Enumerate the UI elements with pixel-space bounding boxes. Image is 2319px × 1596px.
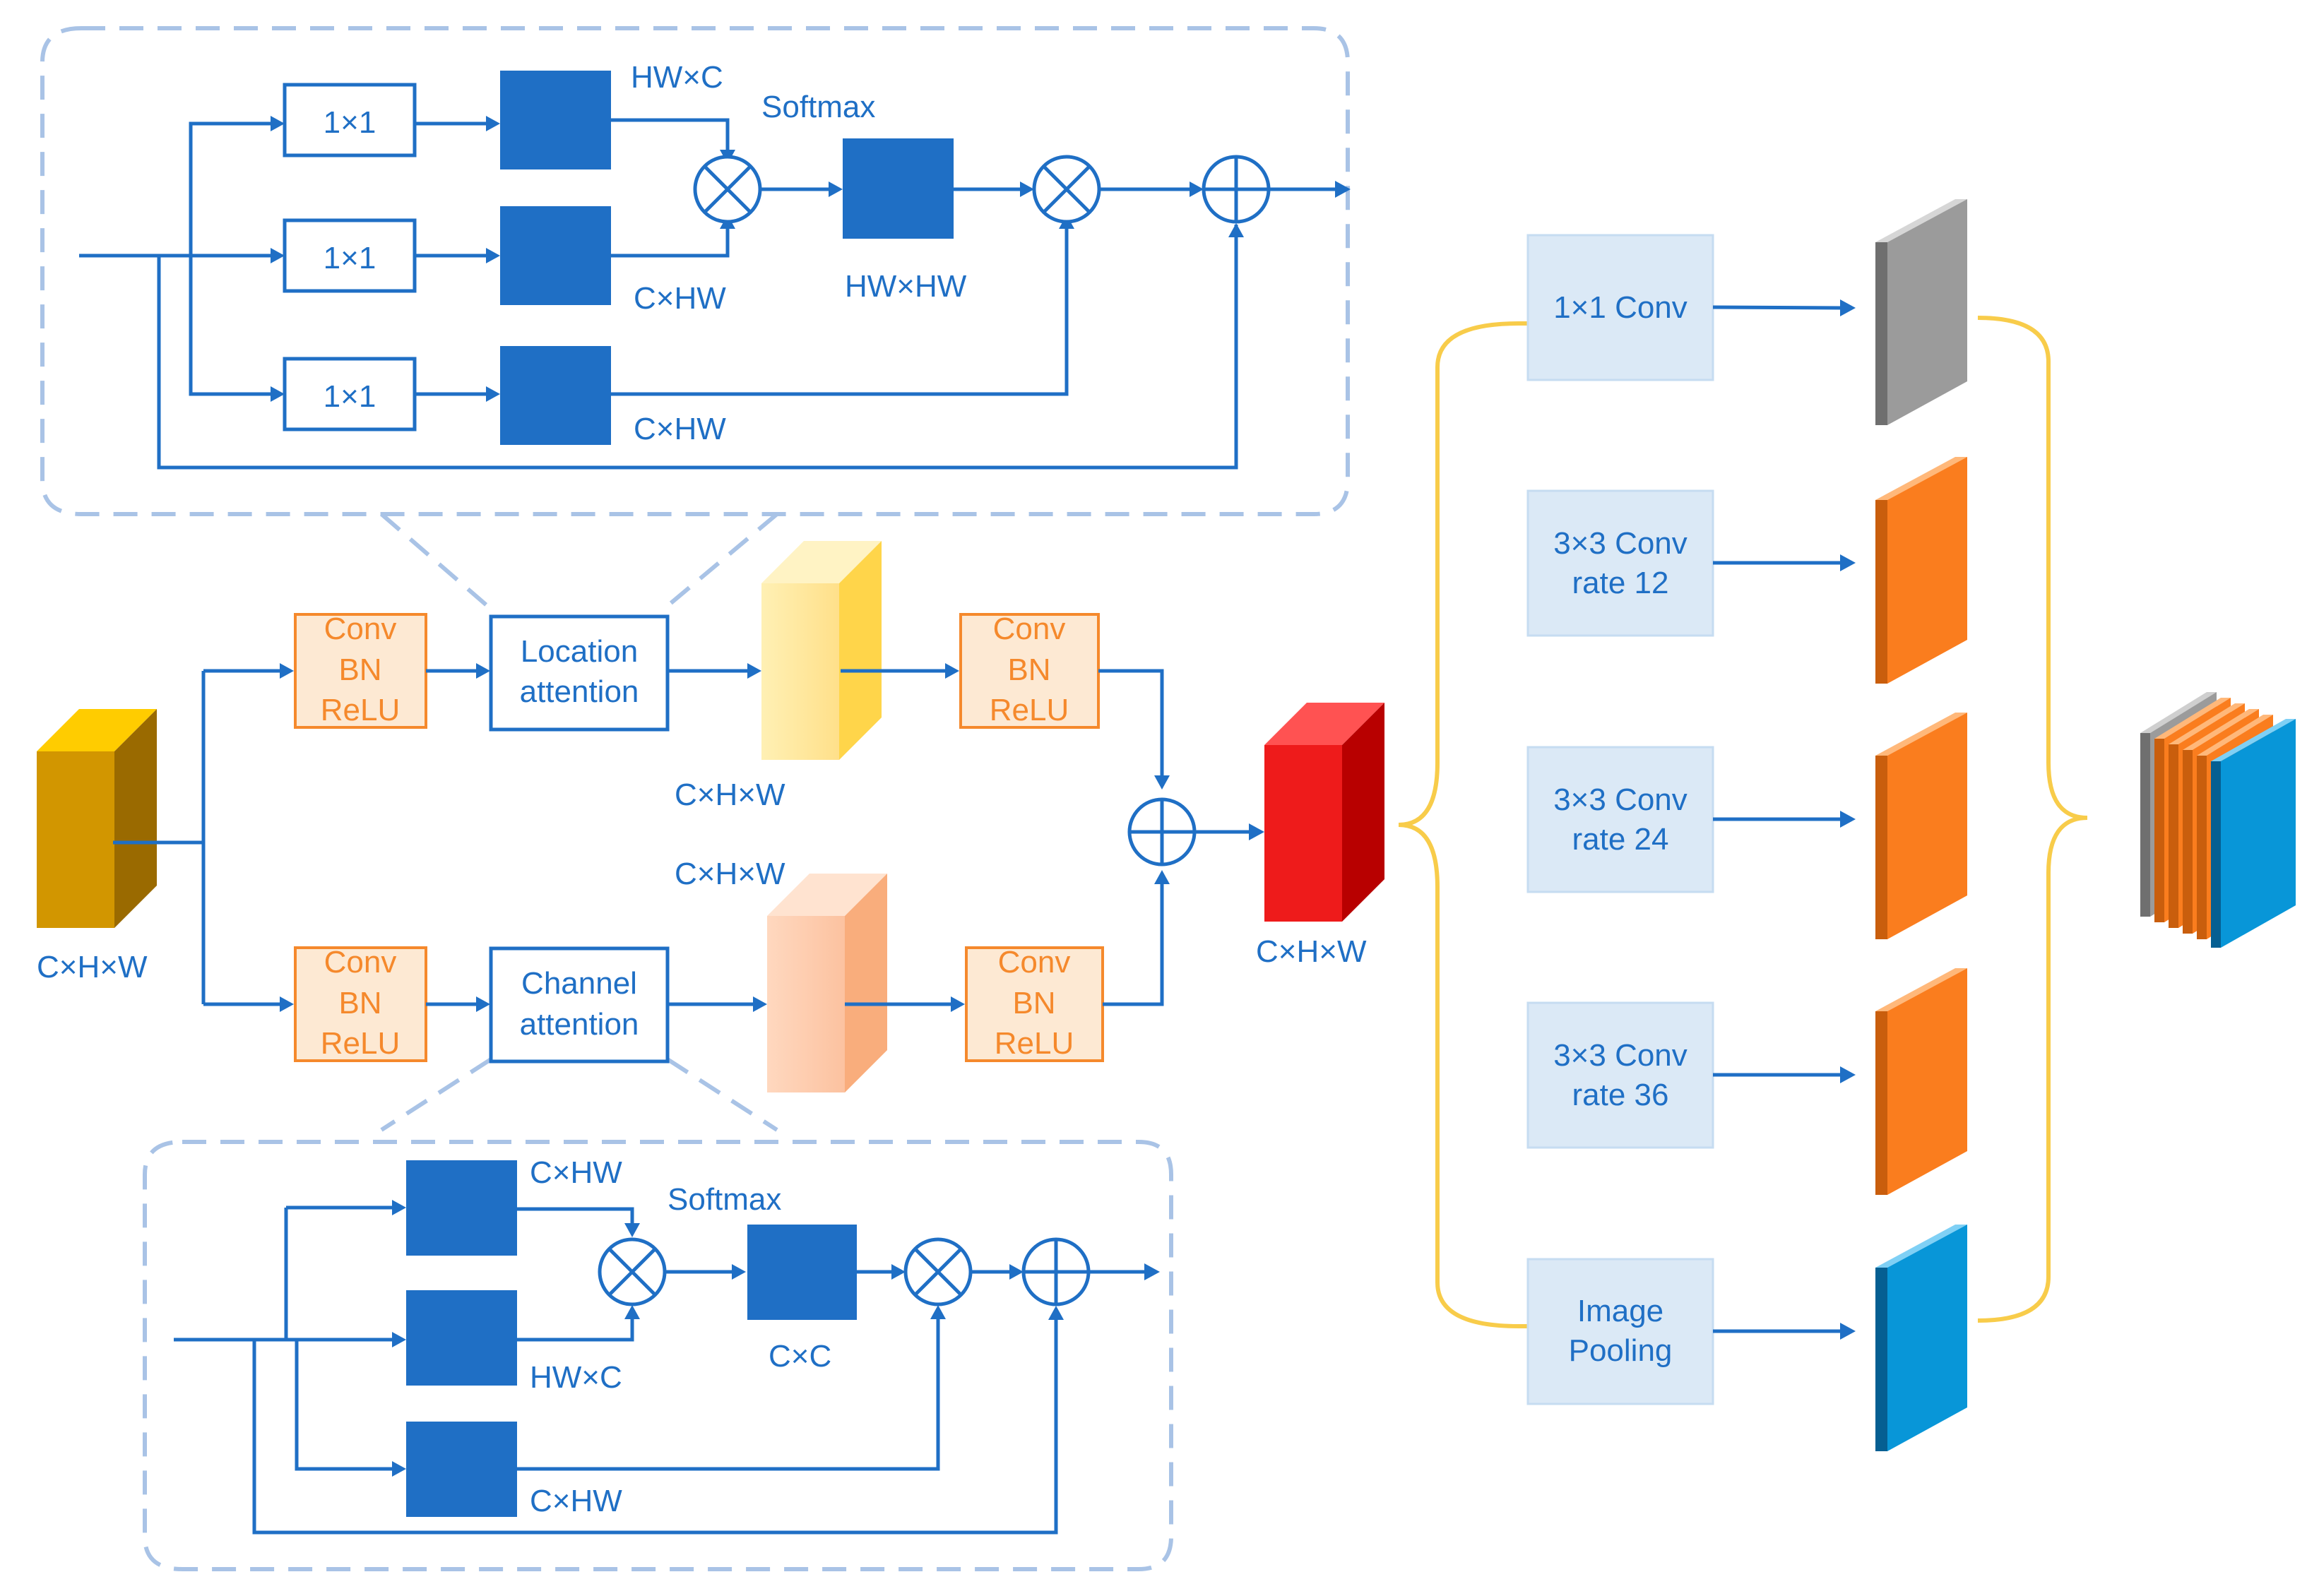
svg-text:Channel: Channel (521, 966, 637, 1001)
svg-text:ReLU: ReLU (321, 1026, 401, 1061)
aspp-branch-rate24: 3×3 Conv rate 24 (1526, 746, 1714, 893)
svg-text:Conv: Conv (998, 945, 1071, 979)
location-feature-cube (761, 541, 882, 760)
location-attention-detail: 1×1 1×1 1×1 (79, 60, 1351, 470)
fused-feature-cube (1264, 703, 1384, 922)
location-label-chw-1: C×HW (634, 281, 726, 316)
location-conv1x1-c-label: 1×1 (324, 379, 376, 414)
location-multiply-1 (693, 155, 762, 224)
svg-text:Location: Location (521, 634, 638, 669)
svg-text:ReLU: ReLU (321, 693, 401, 727)
aspp-output-orange-1 (1875, 457, 1967, 684)
svg-text:BN: BN (1007, 653, 1050, 687)
aspp-branch-image-pooling: Image Pooling (1526, 1258, 1714, 1405)
channel-feature-cube (767, 874, 887, 1092)
channel-softmax-block (747, 1225, 857, 1320)
channel-label-chw-top: C×HW (530, 1155, 622, 1190)
aspp-output-blue (1875, 1225, 1967, 1451)
channel-feature-block-c (406, 1422, 517, 1517)
location-zoom-line-right (666, 512, 778, 608)
svg-text:Image: Image (1577, 1294, 1663, 1328)
aspp-right-brace (1977, 316, 2088, 1323)
svg-text:attention: attention (520, 1007, 639, 1042)
location-conv-bn-relu-out: Conv BN ReLU (959, 612, 1100, 729)
location-conv-bn-relu-in: Conv BN ReLU (294, 612, 427, 729)
location-zoom-line-left (380, 512, 489, 608)
location-label-hwhw: HW×HW (845, 269, 967, 304)
aspp-output-gray (1875, 199, 1967, 425)
channel-multiply-2 (903, 1237, 973, 1306)
channel-label-softmax: Softmax (668, 1182, 781, 1217)
svg-text:BN: BN (338, 986, 381, 1020)
channel-zoom-line-right (666, 1057, 778, 1132)
aspp-left-brace (1398, 321, 1528, 1328)
aspp-branch-rate12: 3×3 Conv rate 12 (1526, 489, 1714, 637)
svg-text:3×3 Conv: 3×3 Conv (1553, 526, 1688, 561)
location-multiply-2 (1032, 155, 1101, 224)
svg-text:Conv: Conv (993, 612, 1066, 646)
channel-add (1021, 1237, 1091, 1306)
svg-text:attention: attention (520, 674, 639, 709)
svg-text:rate 24: rate 24 (1572, 822, 1669, 857)
channel-feature-block-a (406, 1160, 517, 1256)
location-attention-box: Location attention (489, 614, 670, 732)
svg-text:Conv: Conv (324, 945, 397, 979)
channel-multiply-1 (598, 1237, 667, 1306)
channel-label-hwc: HW×C (530, 1360, 622, 1395)
aspp-output-orange-3 (1875, 968, 1967, 1195)
svg-text:ReLU: ReLU (990, 693, 1069, 727)
svg-text:Conv: Conv (324, 612, 397, 646)
svg-text:Pooling: Pooling (1569, 1333, 1673, 1368)
channel-detail-panel (143, 1140, 1173, 1571)
location-conv1x1-a-label: 1×1 (324, 105, 376, 140)
channel-attention-box: Channel attention (489, 946, 670, 1064)
location-label-chw-2: C×HW (634, 412, 726, 446)
svg-text:BN: BN (338, 653, 381, 687)
location-softmax-block (843, 138, 954, 239)
svg-text:rate 12: rate 12 (1572, 566, 1669, 600)
location-add (1202, 155, 1271, 224)
channel-conv-bn-relu-in: Conv BN ReLU (294, 945, 427, 1062)
svg-text:rate 36: rate 36 (1572, 1078, 1669, 1112)
location-feature-block-c (500, 346, 611, 445)
location-feature-label: C×H×W (675, 778, 785, 812)
location-label-hwc: HW×C (631, 60, 723, 95)
location-conv1x1-a (283, 83, 417, 157)
location-label-softmax: Softmax (761, 90, 875, 124)
location-detail-panel (40, 26, 1350, 516)
svg-text:3×3 Conv: 3×3 Conv (1553, 1038, 1688, 1073)
fusion-add (1127, 797, 1197, 867)
channel-feature-label: C×H×W (675, 857, 785, 891)
location-conv1x1-b-label: 1×1 (324, 241, 376, 275)
svg-text:BN: BN (1012, 986, 1055, 1020)
location-feature-block-b (500, 206, 611, 305)
aspp-branch-1x1: 1×1 Conv (1526, 234, 1714, 381)
location-conv1x1-c (283, 357, 417, 431)
aspp-output-orange-2 (1875, 713, 1967, 939)
location-feature-block-a (500, 71, 611, 169)
channel-attention-detail: C×HW Softmax HW×C C×C C×HW (174, 1155, 1160, 1535)
channel-label-cc: C×C (769, 1339, 831, 1374)
svg-text:3×3 Conv: 3×3 Conv (1553, 782, 1688, 817)
input-feature-label: C×H×W (37, 950, 148, 984)
channel-feature-block-b (406, 1290, 517, 1386)
channel-label-chw-bottom: C×HW (530, 1484, 622, 1518)
channel-conv-bn-relu-out: Conv BN ReLU (965, 945, 1104, 1062)
fused-feature-label: C×H×W (1256, 934, 1367, 969)
channel-zoom-line-left (380, 1057, 492, 1132)
aspp-branch-rate36: 3×3 Conv rate 36 (1526, 1001, 1714, 1149)
svg-text:ReLU: ReLU (995, 1026, 1074, 1061)
input-feature-cube (37, 709, 157, 928)
svg-text:1×1 Conv: 1×1 Conv (1553, 290, 1688, 325)
concatenated-output-stack (2140, 692, 2296, 948)
